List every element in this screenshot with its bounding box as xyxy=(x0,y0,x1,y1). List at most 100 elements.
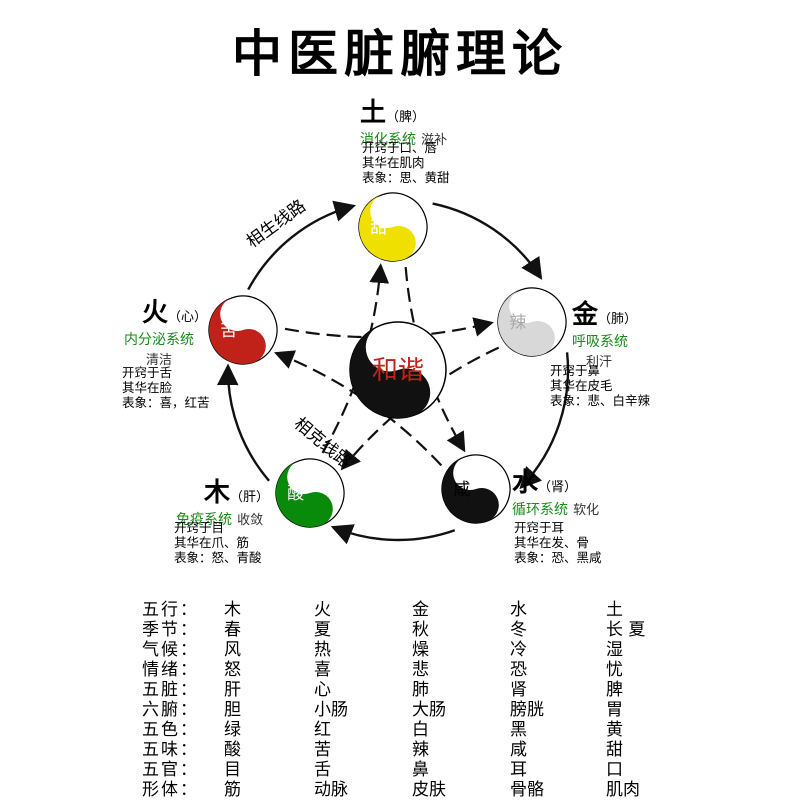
table-cell: 咸 xyxy=(510,740,527,760)
info-line: 其华在皮毛 xyxy=(550,378,613,393)
generating-arrow xyxy=(330,524,456,545)
element-system: 呼吸系统 xyxy=(572,334,628,350)
table-cell: 目 xyxy=(224,760,241,780)
table-cell: 风 xyxy=(224,640,241,660)
info-line: 其华在脸 xyxy=(122,380,173,395)
element-action: 利汗 xyxy=(586,355,613,370)
table-cell: 口 xyxy=(606,760,623,780)
row-label: 季节： xyxy=(142,620,199,640)
info-line: 表象：思、黄甜 xyxy=(362,170,450,185)
restraining-arrow xyxy=(340,346,500,471)
element-name: 木 xyxy=(204,478,231,508)
info-line: 其华在发、骨 xyxy=(514,535,590,550)
restraining-arrow xyxy=(284,317,494,339)
element-earth-header: 土（脾） 消化系统 滋补 xyxy=(360,92,447,149)
info-line: 开窍于口、唇 xyxy=(362,140,438,155)
table-cell: 白 xyxy=(412,720,429,740)
element-fire-info: 开窍于舌 其华在脸 表象：喜，红苦 xyxy=(122,365,210,410)
info-line: 开窍于目 xyxy=(174,520,225,535)
info-line: 开窍于耳 xyxy=(514,520,565,535)
row-label: 六腑： xyxy=(142,700,199,720)
table-cell: 冬 xyxy=(510,620,527,640)
table-cell: 骨骼 xyxy=(510,780,544,800)
element-system: 循环系统 xyxy=(512,502,568,518)
info-line: 表象：怒、青酸 xyxy=(174,550,262,565)
table-cell: 长 夏 xyxy=(606,620,646,640)
table-cell: 金 xyxy=(412,600,429,620)
table-cell: 膀胱 xyxy=(510,700,544,720)
element-earth-info: 开窍于口、唇 其华在肌肉 表象：思、黄甜 xyxy=(362,140,450,185)
flavor-label: 咸 xyxy=(453,480,470,500)
restraining-arrow xyxy=(321,263,390,454)
element-organ: （肺） xyxy=(598,312,638,327)
table-cell: 胃 xyxy=(606,700,623,720)
element-name: 土 xyxy=(360,98,387,128)
element-fire-header: 火（心） 内分泌系统 清洁 xyxy=(124,292,207,368)
row-label: 五官： xyxy=(142,760,199,780)
element-action: 清洁 xyxy=(146,353,173,368)
row-label: 五色： xyxy=(142,720,199,740)
table-cell: 红 xyxy=(314,720,331,740)
row-label: 五行： xyxy=(142,600,199,620)
row-label: 五味： xyxy=(142,740,199,760)
info-line: 其华在爪、筋 xyxy=(174,535,250,550)
yinyang-earth xyxy=(358,192,428,262)
info-line: 其华在肌肉 xyxy=(362,155,425,170)
table-cell: 脾 xyxy=(606,680,623,700)
table-cell: 木 xyxy=(224,600,241,620)
table-cell: 筋 xyxy=(224,780,241,800)
table-cell: 胆 xyxy=(224,700,241,720)
row-label: 气候： xyxy=(142,640,199,660)
table-cell: 甜 xyxy=(606,740,623,760)
table-cell: 绿 xyxy=(224,720,241,740)
element-organ: （脾） xyxy=(386,110,426,125)
yinyang-fire xyxy=(208,295,278,365)
info-line: 开窍于舌 xyxy=(122,365,173,380)
table-cell: 黄 xyxy=(606,720,623,740)
yinyang-water xyxy=(441,454,511,524)
table-cell: 火 xyxy=(314,600,331,620)
table-cell: 皮肤 xyxy=(412,780,446,800)
table-cell: 秋 xyxy=(412,620,429,640)
element-wood-header: 木（肝） 免疫系统 收敛 xyxy=(176,472,269,529)
table-cell: 土 xyxy=(606,600,623,620)
table-cell: 鼻 xyxy=(412,760,429,780)
element-wood-info: 开窍于目 其华在爪、筋 表象：怒、青酸 xyxy=(174,520,262,565)
table-cell: 湿 xyxy=(606,640,623,660)
table-cell: 燥 xyxy=(412,640,429,660)
table-cell: 肺 xyxy=(412,680,429,700)
yinyang-metal xyxy=(497,287,567,357)
element-action: 滋补 xyxy=(421,133,448,148)
flavor-label: 甜 xyxy=(370,218,387,238)
info-line: 表象：喜，红苦 xyxy=(122,395,210,410)
element-system: 免疫系统 xyxy=(176,512,232,528)
generating-arrow xyxy=(519,352,570,490)
element-action: 收敛 xyxy=(237,513,264,528)
table-cell: 肾 xyxy=(510,680,527,700)
element-water-header: 水（肾） 循环系统 软化 xyxy=(512,462,599,519)
table-cell: 怒 xyxy=(224,660,241,680)
center-label: 和谐 xyxy=(372,356,424,386)
table-cell: 冷 xyxy=(510,640,527,660)
table-cell: 忧 xyxy=(606,660,623,680)
table-cell: 春 xyxy=(224,620,241,640)
generating-arrow xyxy=(217,363,270,482)
generating-arrow xyxy=(432,202,543,280)
element-system: 消化系统 xyxy=(360,132,416,148)
element-organ: （肝） xyxy=(230,490,270,505)
yinyang-wood xyxy=(275,458,345,528)
table-cell: 动脉 xyxy=(314,780,348,800)
info-line: 表象：悲、白辛辣 xyxy=(550,393,651,408)
table-cell: 恐 xyxy=(510,660,527,680)
flavor-label: 辣 xyxy=(509,313,526,333)
table-cell: 舌 xyxy=(314,760,331,780)
table-cell: 黑 xyxy=(510,720,527,740)
element-name: 金 xyxy=(572,300,599,330)
row-label: 五脏： xyxy=(142,680,199,700)
generating-arrow xyxy=(247,200,357,291)
table-cell: 夏 xyxy=(314,620,331,640)
restraining-arrow xyxy=(274,350,443,467)
table-cell: 酸 xyxy=(224,740,241,760)
